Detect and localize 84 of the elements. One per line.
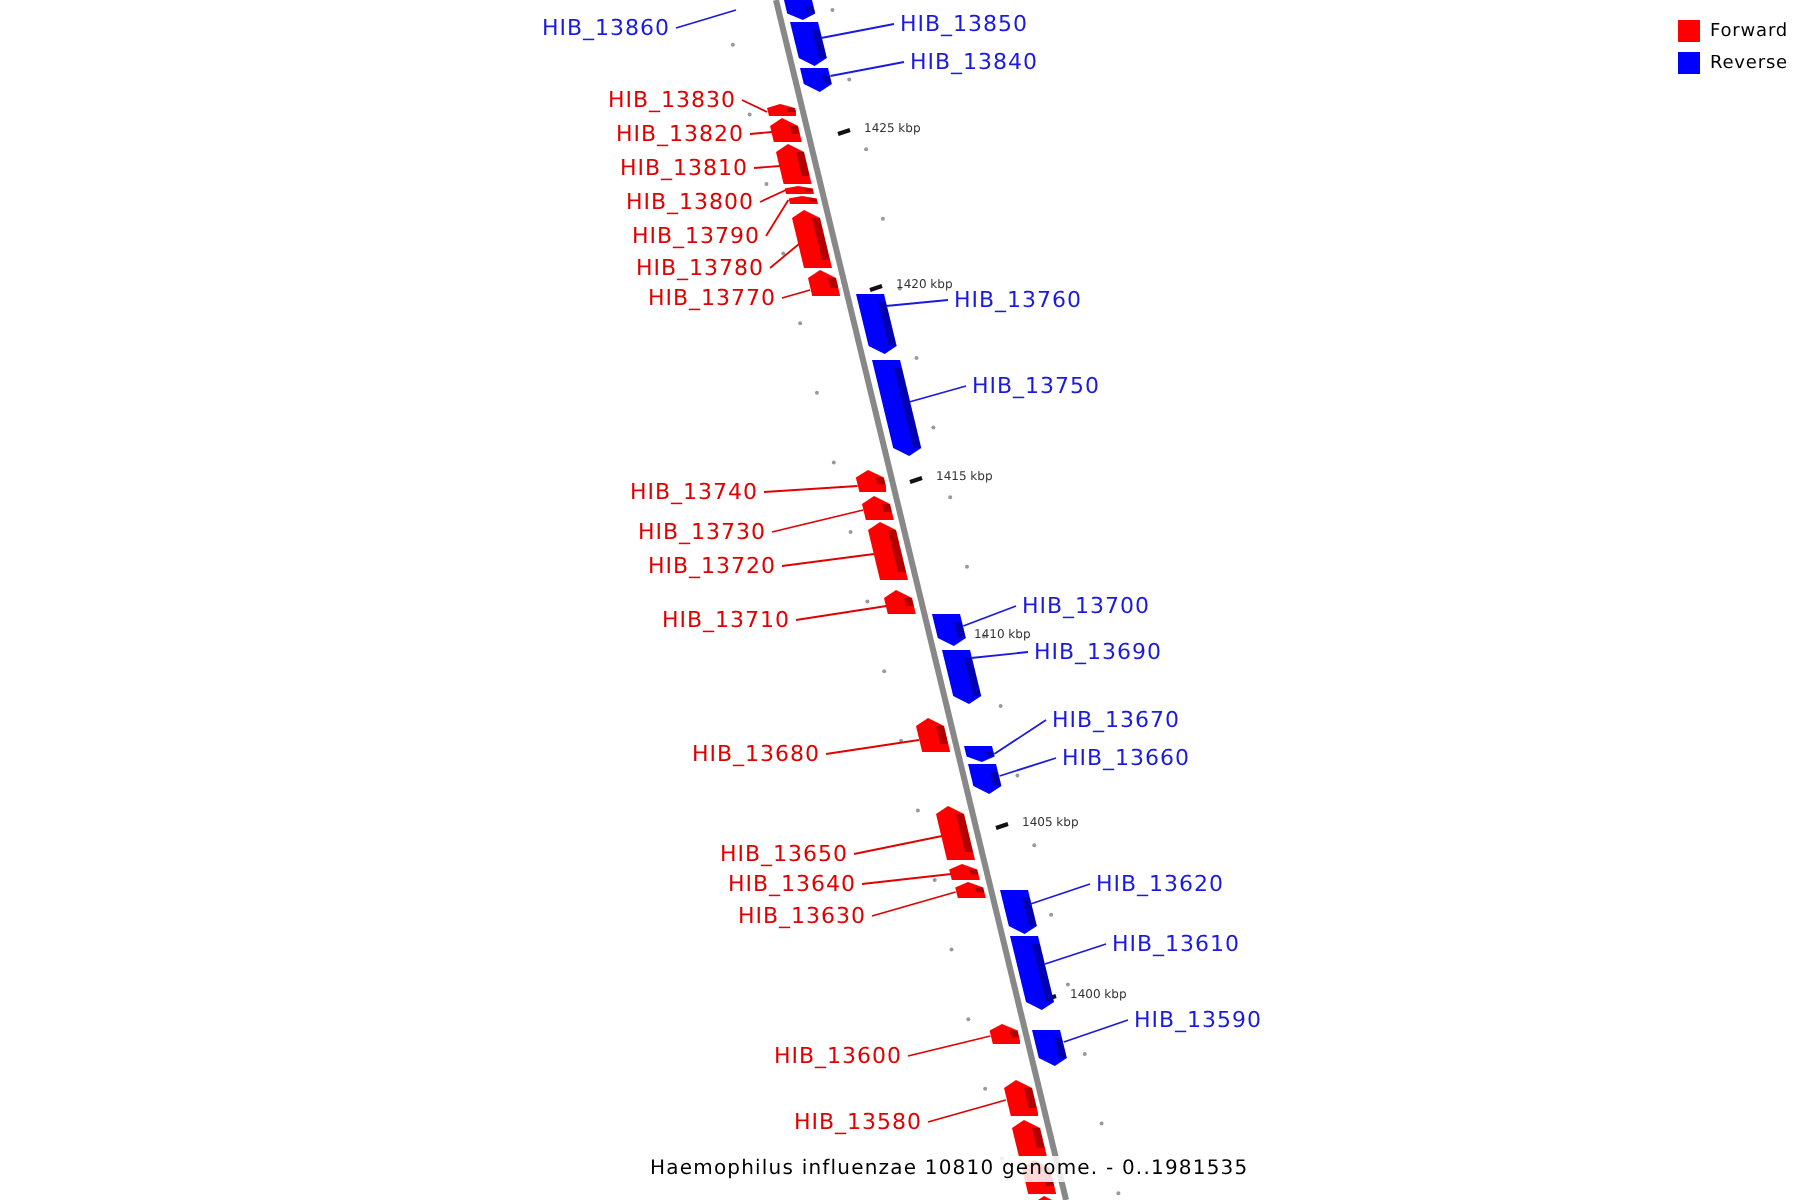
gene-label: HIB_13590: [1134, 1007, 1263, 1033]
gene-bar: [787, 196, 818, 204]
gene-label: HIB_13850: [900, 11, 1029, 37]
gene-label: HIB_13730: [637, 519, 766, 545]
gene-bar: [871, 360, 923, 456]
gene-label: HIB_13840: [910, 49, 1039, 75]
gene-bar: [784, 186, 815, 194]
gene-label: HIB_13760: [954, 287, 1083, 313]
leader-line: [962, 605, 1017, 627]
gene-label: HIB_13860: [541, 15, 670, 41]
leader-line: [885, 299, 949, 307]
gene-bar: [805, 270, 840, 296]
leader-line: [907, 1035, 992, 1057]
gene-bar: [882, 590, 917, 614]
gene-label: HIB_13780: [635, 255, 764, 281]
leader-line: [749, 131, 773, 135]
gene-bar: [934, 806, 976, 860]
leader-line: [781, 289, 811, 299]
gene-label: HIB_13670: [1052, 707, 1181, 733]
caption: Haemophilus influenzae 10810 genome. - 0..1981535: [650, 1156, 1249, 1182]
leader-line: [765, 199, 790, 237]
leader-line: [771, 509, 865, 533]
leader-line: [871, 891, 957, 917]
leader-line: [908, 385, 967, 403]
gene-label: HIB_13790: [631, 223, 760, 249]
leader-line: [753, 165, 781, 169]
leader-line: [927, 1099, 1007, 1123]
gene-label: HIB_13700: [1022, 593, 1151, 619]
gene-label: HIB_13580: [793, 1109, 922, 1135]
gene-label: HIB_13750: [972, 373, 1101, 399]
legend-label: Reverse: [1710, 53, 1788, 73]
gene-label: HIB_13650: [719, 841, 848, 867]
gene-label: HIB_13820: [615, 121, 744, 147]
gene-label: HIB_13770: [647, 285, 776, 311]
leader-line: [853, 835, 943, 855]
gene-bar: [853, 470, 887, 492]
gene-bar: [932, 614, 969, 646]
leader-line: [829, 61, 905, 77]
gene-label: HIB_13800: [625, 189, 754, 215]
gene-bar: [913, 718, 950, 752]
gene-bar: [987, 1024, 1021, 1044]
leader-line: [825, 739, 920, 755]
leader-line: [1044, 943, 1107, 965]
gene-label: HIB_13630: [737, 903, 866, 929]
leader-line: [769, 243, 800, 269]
gene-label: HIB_13610: [1112, 931, 1241, 957]
gene-bar: [784, 0, 817, 20]
gene-label: HIB_13620: [1096, 871, 1225, 897]
leader-line: [820, 23, 895, 39]
gene-bar: [964, 746, 997, 762]
gene-bar: [953, 882, 985, 898]
gene-label: HIB_13720: [647, 553, 776, 579]
gene-bar: [941, 650, 983, 704]
gene-bar: [948, 864, 981, 880]
leader-line: [993, 719, 1047, 755]
gene-bar: [800, 68, 835, 92]
gene-label: HIB_13680: [691, 741, 820, 767]
legend-label: Forward: [1710, 21, 1788, 41]
gene-label: HIB_13810: [619, 155, 748, 181]
leader-line: [759, 189, 787, 203]
gene-bar: [999, 890, 1038, 934]
gene-bar: [1032, 1030, 1070, 1066]
gene-bar: [855, 294, 898, 354]
leader-line: [763, 485, 859, 493]
gene-label: HIB_13740: [629, 479, 758, 505]
gene-bar: [1010, 1120, 1048, 1156]
gene-label: HIB_13710: [661, 607, 790, 633]
gene-label: HIB_13830: [607, 87, 736, 113]
gene-label: HIB_13660: [1062, 745, 1191, 771]
leader-line: [970, 651, 1029, 659]
leader-line: [795, 605, 888, 621]
leader-line: [781, 553, 875, 567]
leader-line: [675, 9, 737, 29]
gene-bar: [1001, 1080, 1038, 1116]
gene-label: HIB_13600: [773, 1043, 902, 1069]
gene-bar: [859, 496, 894, 520]
leader-line: [1029, 883, 1091, 905]
leader-line: [1062, 1019, 1129, 1043]
leader-line: [741, 99, 768, 113]
leader-line: [861, 873, 953, 885]
gene-label: HIB_13690: [1034, 639, 1163, 665]
leader-line: [998, 757, 1057, 777]
gene-bar: [765, 104, 796, 116]
gene-label: HIB_13640: [727, 871, 856, 897]
